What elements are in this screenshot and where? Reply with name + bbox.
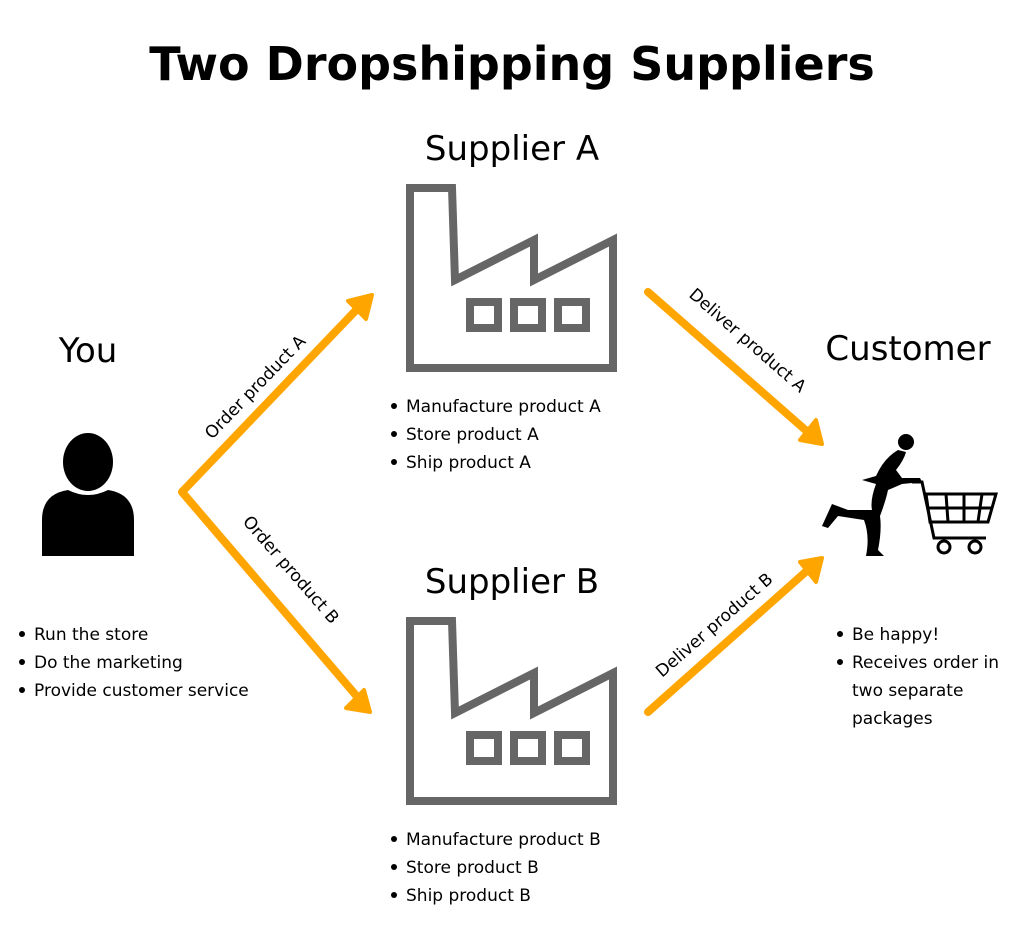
supplier-b-heading: Supplier B <box>425 562 599 602</box>
svg-text:Be happy!: Be happy! <box>852 625 939 645</box>
supplier-a-heading: Supplier A <box>425 129 599 169</box>
factory-a-icon <box>406 184 617 372</box>
customer-heading: Customer <box>825 329 990 369</box>
person-icon <box>42 433 134 556</box>
svg-text:Ship product B: Ship product B <box>406 886 531 906</box>
arrow-order-b <box>178 488 372 714</box>
order-product-a-label: Order product A <box>201 331 310 443</box>
svg-text:two separate: two separate <box>852 681 963 701</box>
svg-text:Manufacture product A: Manufacture product A <box>406 397 601 417</box>
svg-text:Store product A: Store product A <box>406 425 539 445</box>
arrow-order-a <box>178 293 374 496</box>
svg-text:Manufacture product B: Manufacture product B <box>406 830 601 850</box>
svg-text:Ship product A: Ship product A <box>406 453 531 473</box>
shopping-cart-runner-icon <box>822 434 998 556</box>
deliver-product-b-label: Deliver product B <box>652 569 777 681</box>
svg-text:Store product B: Store product B <box>406 858 539 878</box>
arrow-deliver-b <box>644 556 824 716</box>
supplier-b-bullets: Manufacture product B Store product B Sh… <box>391 830 601 906</box>
supplier-a-bullets: Manufacture product A Store product A Sh… <box>391 397 601 473</box>
svg-text:Provide customer service: Provide customer service <box>34 681 249 701</box>
arrow-deliver-a <box>644 288 824 446</box>
customer-bullets: Be happy! Receives order in two separate… <box>837 625 999 729</box>
you-heading: You <box>58 331 118 371</box>
you-bullets: Run the store Do the marketing Provide c… <box>19 625 249 701</box>
svg-text:packages: packages <box>852 709 933 729</box>
diagram-title: Two Dropshipping Suppliers <box>149 37 875 91</box>
svg-text:Run the store: Run the store <box>34 625 148 645</box>
factory-b-icon <box>406 617 617 805</box>
svg-text:Receives order in: Receives order in <box>852 653 999 673</box>
svg-text:Do the marketing: Do the marketing <box>34 653 183 673</box>
